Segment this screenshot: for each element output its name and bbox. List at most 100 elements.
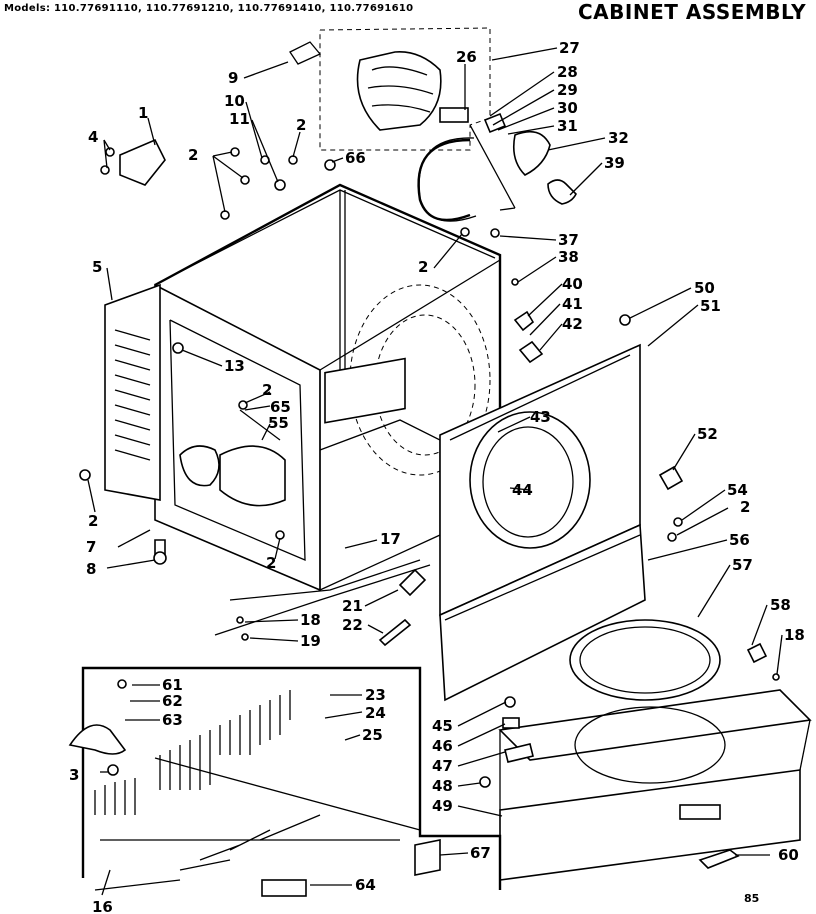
latch-52: [658, 465, 684, 491]
front-panel-assembly: [439, 343, 646, 702]
switch-42: [518, 340, 544, 364]
wiring-harness-inset: [68, 666, 502, 897]
callout-47: 47: [432, 757, 453, 775]
clip-22: [378, 618, 412, 647]
callout-52: 52: [697, 425, 718, 443]
cabinet-body: [104, 183, 502, 636]
toe-panel: [439, 523, 646, 702]
door-opening-ring: [469, 411, 591, 549]
callout-26: 26: [456, 48, 477, 66]
callout-2: 2: [740, 498, 750, 516]
callout-62: 62: [162, 692, 183, 710]
door-assembly: [498, 619, 812, 881]
callout-43: 43: [530, 408, 551, 426]
callout-22: 22: [342, 616, 363, 634]
callout-67: 67: [470, 844, 491, 862]
callout-11: 11: [229, 110, 250, 128]
callout-4: 4: [88, 128, 98, 146]
callout-17: 17: [380, 530, 401, 548]
bracket-9: [289, 41, 322, 65]
pulley-39: [547, 179, 577, 205]
callout-18: 18: [300, 611, 321, 629]
callout-32: 32: [608, 129, 629, 147]
callout-58: 58: [770, 596, 791, 614]
callout-28: 28: [557, 63, 578, 81]
callout-13: 13: [224, 357, 245, 375]
callout-31: 31: [557, 117, 578, 135]
callout-21: 21: [342, 597, 363, 615]
burner-assembly-55: [219, 445, 286, 507]
door-handle: [679, 804, 721, 820]
connector-67: [414, 839, 441, 876]
callout-8: 8: [86, 560, 96, 578]
callout-3: 3: [69, 766, 79, 784]
callout-46: 46: [432, 737, 453, 755]
bracket-21: [398, 568, 427, 597]
callout-2: 2: [266, 554, 276, 572]
callout-labels: 1 2 2 2 2 2 2 2 3 4 5 7 8 9 10 11 13 16 …: [69, 39, 805, 914]
terminal-block-64: [261, 879, 307, 897]
clip-62: [68, 724, 127, 755]
leader-lines: [87, 47, 783, 896]
door-outer-panel: [498, 689, 812, 761]
callout-57: 57: [732, 556, 753, 574]
callout-9: 9: [228, 69, 238, 87]
callout-5: 5: [92, 258, 102, 276]
callout-54: 54: [727, 481, 748, 499]
idler-pulley-assembly: [512, 130, 551, 176]
callout-1: 1: [138, 104, 148, 122]
callout-18: 18: [784, 626, 805, 644]
callout-40: 40: [562, 275, 583, 293]
callout-39: 39: [604, 154, 625, 172]
callout-65: 65: [270, 398, 291, 416]
callout-60: 60: [778, 846, 799, 864]
callout-66: 66: [345, 149, 366, 167]
left-side-panel: [154, 283, 321, 592]
door-seal-57: [569, 619, 721, 701]
callout-42: 42: [562, 315, 583, 333]
callout-48: 48: [432, 777, 453, 795]
callout-10: 10: [224, 92, 245, 110]
rear-panel: [104, 283, 161, 501]
base-pan: [324, 357, 406, 424]
callout-23: 23: [365, 686, 386, 704]
motor-shaft-pulley: [439, 107, 469, 123]
callout-25: 25: [362, 726, 383, 744]
callout-49: 49: [432, 797, 453, 815]
callout-2: 2: [88, 512, 98, 530]
page-code: 85: [744, 892, 760, 905]
callout-44: 44: [512, 481, 533, 499]
callout-64: 64: [355, 876, 376, 894]
callout-16: 16: [92, 898, 113, 914]
leg-8: [153, 551, 167, 565]
callout-50: 50: [694, 279, 715, 297]
callout-61: 61: [162, 676, 183, 694]
harness-wires: [94, 690, 321, 871]
callout-56: 56: [729, 531, 750, 549]
callout-51: 51: [700, 297, 721, 315]
callout-2: 2: [188, 146, 198, 164]
callout-24: 24: [365, 704, 386, 722]
drive-motor: [356, 51, 442, 131]
callout-30: 30: [557, 99, 578, 117]
callout-27: 27: [559, 39, 580, 57]
callout-2: 2: [296, 116, 306, 134]
callout-7: 7: [86, 538, 96, 556]
callout-55: 55: [268, 414, 289, 432]
door-bottom: [499, 769, 801, 881]
door-strike-60: [698, 849, 740, 869]
callout-38: 38: [558, 248, 579, 266]
callout-37: 37: [558, 231, 579, 249]
motor-assembly-group: [289, 27, 491, 151]
callout-2: 2: [418, 258, 428, 276]
callout-45: 45: [432, 717, 453, 735]
switch-40: [513, 310, 535, 332]
callout-41: 41: [562, 295, 583, 313]
diagram-title: CABINET ASSEMBLY: [578, 0, 807, 24]
callout-63: 63: [162, 711, 183, 729]
gas-valve: [179, 445, 220, 487]
callout-2: 2: [262, 381, 272, 399]
models-line: Models: 110.77691110, 110.77691210, 110.…: [4, 3, 414, 14]
callout-29: 29: [557, 81, 578, 99]
bracket-1: [119, 138, 166, 186]
